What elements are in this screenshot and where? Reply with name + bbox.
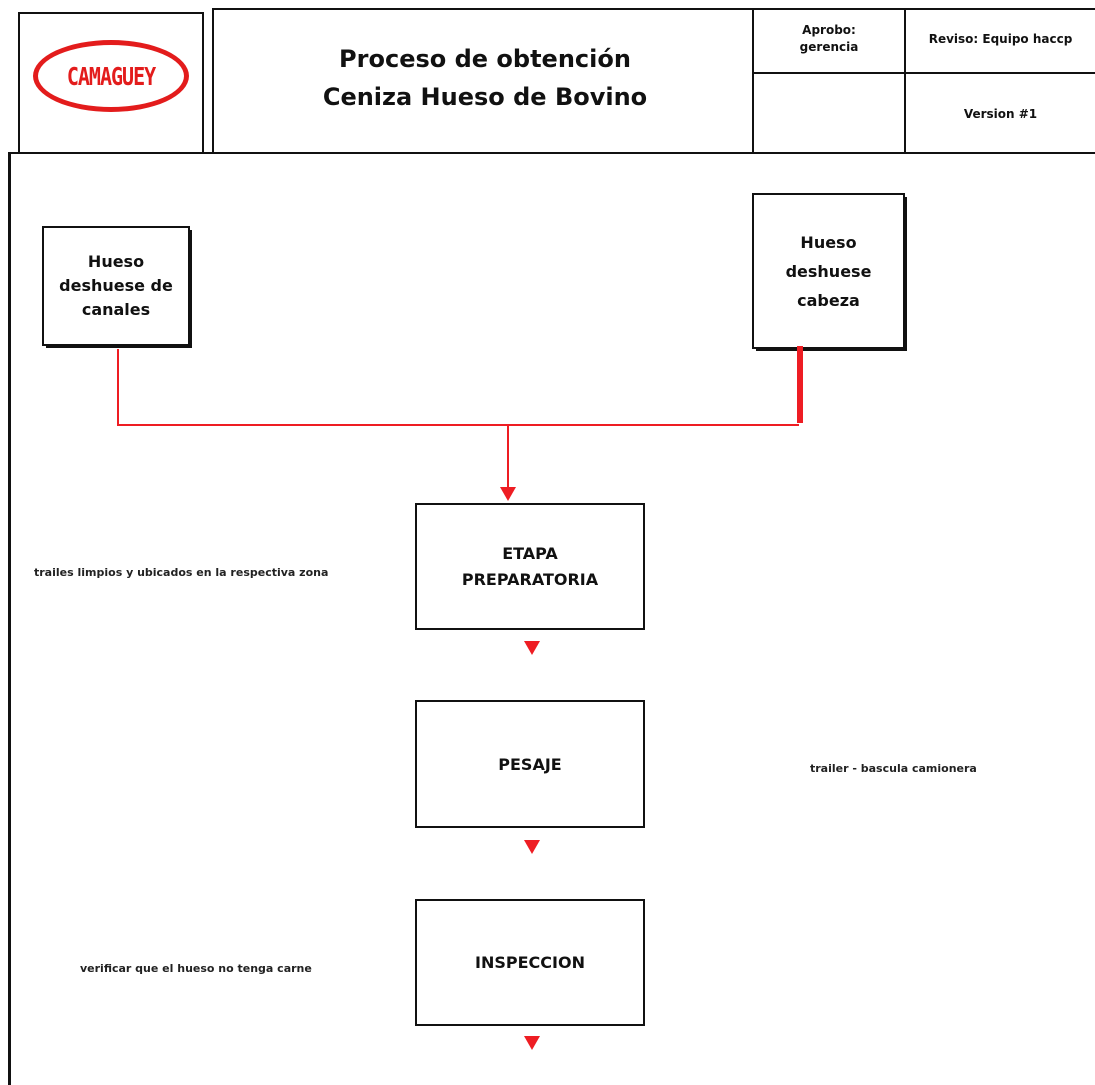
page-title: Proceso de obtención Ceniza Hueso de Bov…: [218, 40, 752, 116]
source-cabeza-line-1: Hueso: [800, 232, 857, 252]
connector-down: [507, 424, 509, 488]
arrow-down-icon: [500, 487, 516, 501]
step-preparatoria-line-2: PREPARATORIA: [461, 569, 599, 589]
title-line-2: Ceniza Hueso de Bovino: [322, 83, 648, 111]
logo-box-left-border: [18, 12, 20, 152]
step-preparatoria-line-1: ETAPA: [502, 543, 558, 563]
source-box-cabeza: Hueso deshuese cabeza: [752, 193, 905, 349]
source-box-canales: Hueso deshuese de canales: [42, 226, 190, 346]
note-preparatoria: trailes limpios y ubicados en la respect…: [34, 566, 329, 579]
review-left-border: [904, 8, 906, 154]
camaguey-logo: CAMAGUEY: [33, 40, 189, 112]
version-label: Version #1: [963, 107, 1038, 121]
step-box-preparatoria: ETAPA PREPARATORIA: [415, 503, 645, 630]
step-pesaje-label: PESAJE: [498, 754, 562, 774]
step-inspeccion-label: INSPECCION: [475, 953, 585, 972]
header-middle-border: [752, 72, 1095, 74]
approved-by-value: gerencia: [799, 40, 859, 54]
title-left-border: [212, 8, 214, 154]
connector-horizontal: [117, 424, 799, 426]
reviewed-by: Reviso: Equipo haccp: [928, 32, 1073, 46]
step-box-pesaje: PESAJE: [415, 700, 645, 828]
title-line-1: Proceso de obtención: [339, 45, 631, 73]
logo-box-top-border: [18, 12, 204, 14]
header-bottom-border: [8, 152, 1095, 154]
connector-right-vertical: [797, 346, 803, 423]
source-canales-line-2: deshuese de: [59, 276, 173, 295]
note-inspeccion: verificar que el hueso no tenga carne: [80, 962, 312, 975]
arrow-down-icon: [524, 1036, 540, 1050]
approval-left-border: [752, 8, 754, 154]
source-cabeza-line-3: cabeza: [797, 290, 860, 310]
arrow-down-icon: [524, 641, 540, 655]
source-cabeza-line-2: deshuese: [785, 261, 872, 281]
logo-box-right-border: [202, 12, 204, 152]
approved-by: Aprobo: gerencia: [756, 22, 902, 56]
source-canales-line-3: canales: [81, 300, 151, 319]
header-top-border: [212, 8, 1095, 10]
arrow-down-icon: [524, 840, 540, 854]
connector-left-vertical: [117, 349, 119, 426]
approved-by-label: Aprobo:: [802, 23, 856, 37]
source-canales-line-1: Hueso: [87, 252, 145, 271]
note-pesaje: trailer - bascula camionera: [810, 762, 977, 775]
step-box-inspeccion: INSPECCION: [415, 899, 645, 1026]
logo-text: CAMAGUEY: [66, 61, 156, 91]
page-left-border: [8, 152, 11, 1085]
